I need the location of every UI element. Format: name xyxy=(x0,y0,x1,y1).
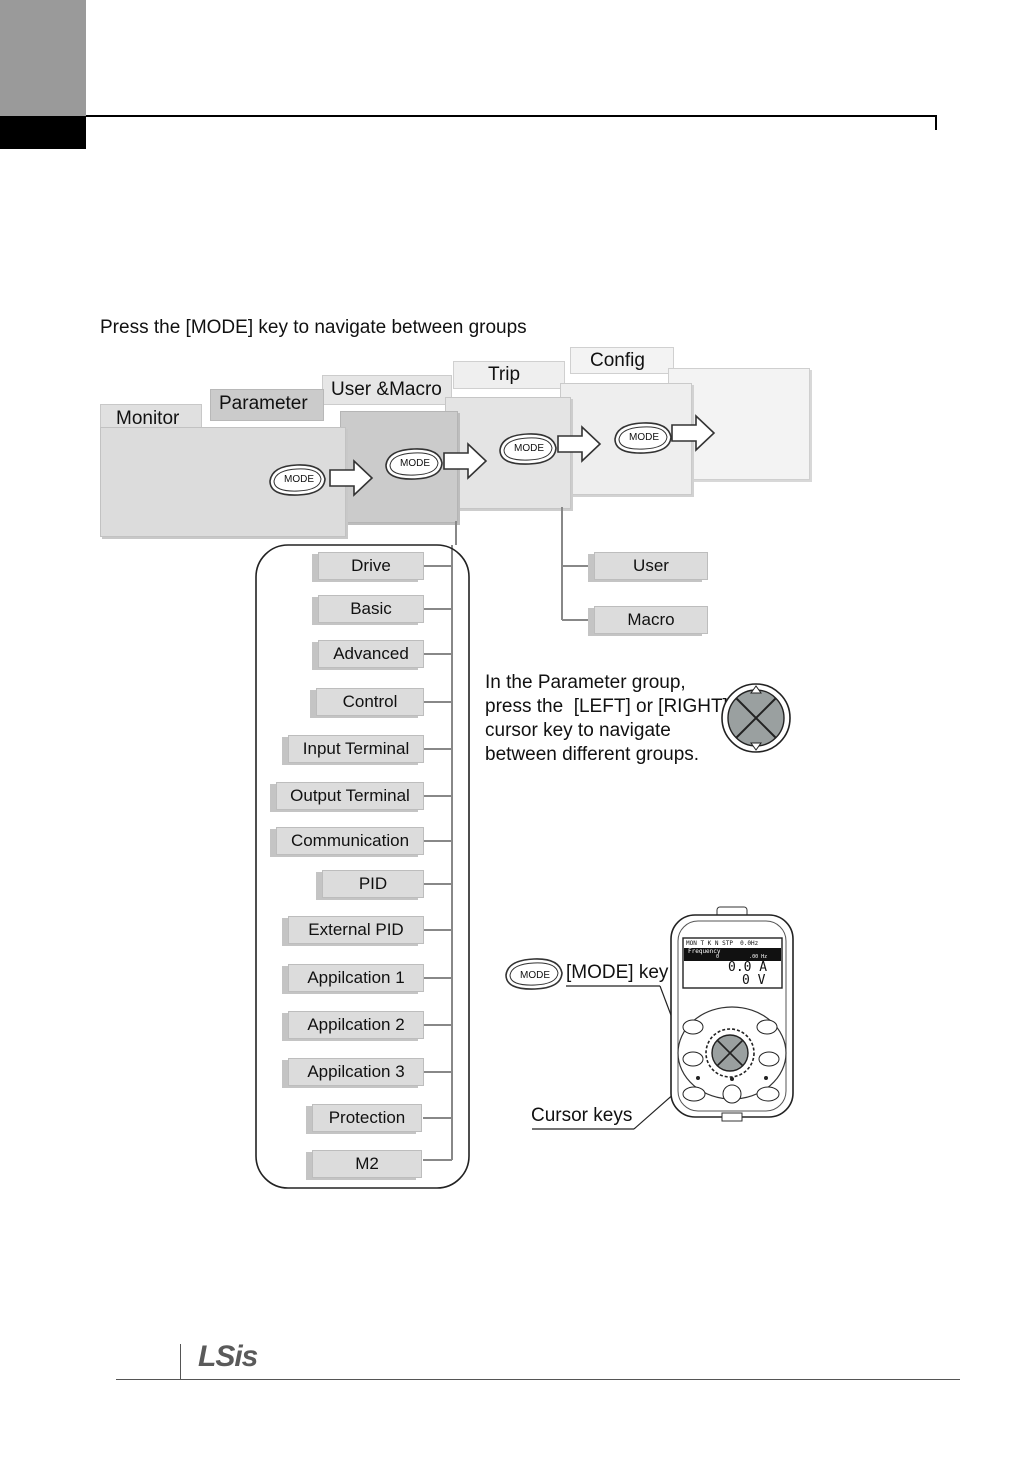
instruction-line: between different groups. xyxy=(485,744,700,765)
param-group-pid: PID xyxy=(322,870,424,898)
group-user-macro-label: User &Macro xyxy=(331,379,442,400)
group-monitor-label: Monitor xyxy=(116,408,180,429)
mode-key-callout: [MODE] key xyxy=(566,962,669,983)
param-group-protection: Protection xyxy=(312,1104,422,1132)
param-group-advanced: Advanced xyxy=(318,640,424,668)
folder-user-macro xyxy=(322,375,452,405)
header-gray-block xyxy=(0,0,86,116)
keypad-display-line2-sub: 0 .00 Hz xyxy=(716,954,768,960)
folder-config xyxy=(570,347,674,374)
group-user: User xyxy=(594,552,708,580)
param-group-m2: M2 xyxy=(312,1150,422,1178)
mode-key-2 xyxy=(385,448,443,480)
param-group-external-pid: External PID xyxy=(288,916,424,944)
param-group-communication: Communication xyxy=(276,827,424,855)
mode-key-label: MODE xyxy=(520,970,550,981)
arrow-right-icon xyxy=(329,459,374,497)
folder-parameter xyxy=(210,389,324,421)
mode-key-label: MODE xyxy=(284,474,314,485)
group-trip-label: Trip xyxy=(488,364,521,385)
keypad-illustration xyxy=(505,906,794,1130)
parameter-groups-panel xyxy=(255,544,470,1189)
mode-key-callout-icon xyxy=(505,958,563,990)
cursor-keys-icon xyxy=(721,683,791,753)
header-rule-tick xyxy=(935,115,937,130)
header-rule xyxy=(86,115,937,117)
keypad-display-line2: Frequency xyxy=(688,948,721,955)
arrow-right-icon xyxy=(557,425,602,463)
mode-key-label: MODE xyxy=(629,432,659,443)
keypad-display-line4: 0 V xyxy=(742,973,766,988)
mode-key-3 xyxy=(499,433,557,465)
arrow-right-icon xyxy=(443,442,488,480)
mode-key-label: MODE xyxy=(514,443,544,454)
keypad-display-line1: MON T K N STP 0.0Hz xyxy=(686,940,759,947)
param-group-application-1: Appilcation 1 xyxy=(288,964,424,992)
diagram-title: Press the [MODE] key to navigate between… xyxy=(100,317,527,338)
param-group-drive: Drive xyxy=(318,552,424,580)
instruction-line: press the [LEFT] or [RIGHT] xyxy=(485,696,728,717)
param-group-control: Control xyxy=(316,688,424,716)
mode-key-1 xyxy=(269,464,326,496)
cursor-keys-callout: Cursor keys xyxy=(531,1105,633,1126)
folder-trip xyxy=(453,361,565,389)
group-parameter-label: Parameter xyxy=(219,393,308,414)
group-macro: Macro xyxy=(594,606,708,634)
footer-rule xyxy=(116,1379,960,1380)
instruction-line: cursor key to navigate xyxy=(485,720,671,741)
param-group-input-terminal: Input Terminal xyxy=(288,735,424,763)
instruction-text: In the Parameter group, press the [LEFT]… xyxy=(485,671,728,767)
keypad-display-line3: 0.0 A xyxy=(728,960,768,975)
mode-key-label: MODE xyxy=(400,458,430,469)
arrow-right-icon xyxy=(671,414,716,452)
footer-divider xyxy=(180,1344,181,1380)
group-config-label: Config xyxy=(590,350,645,371)
mode-key-4 xyxy=(614,422,672,454)
param-group-basic: Basic xyxy=(318,595,424,623)
param-group-application-2: Appilcation 2 xyxy=(288,1011,424,1039)
param-group-application-3: Appilcation 3 xyxy=(288,1058,424,1086)
instruction-line: In the Parameter group, xyxy=(485,672,686,693)
footer-logo: LSis xyxy=(198,1340,258,1373)
header-black-block xyxy=(0,116,86,149)
param-group-output-terminal: Output Terminal xyxy=(276,782,424,810)
